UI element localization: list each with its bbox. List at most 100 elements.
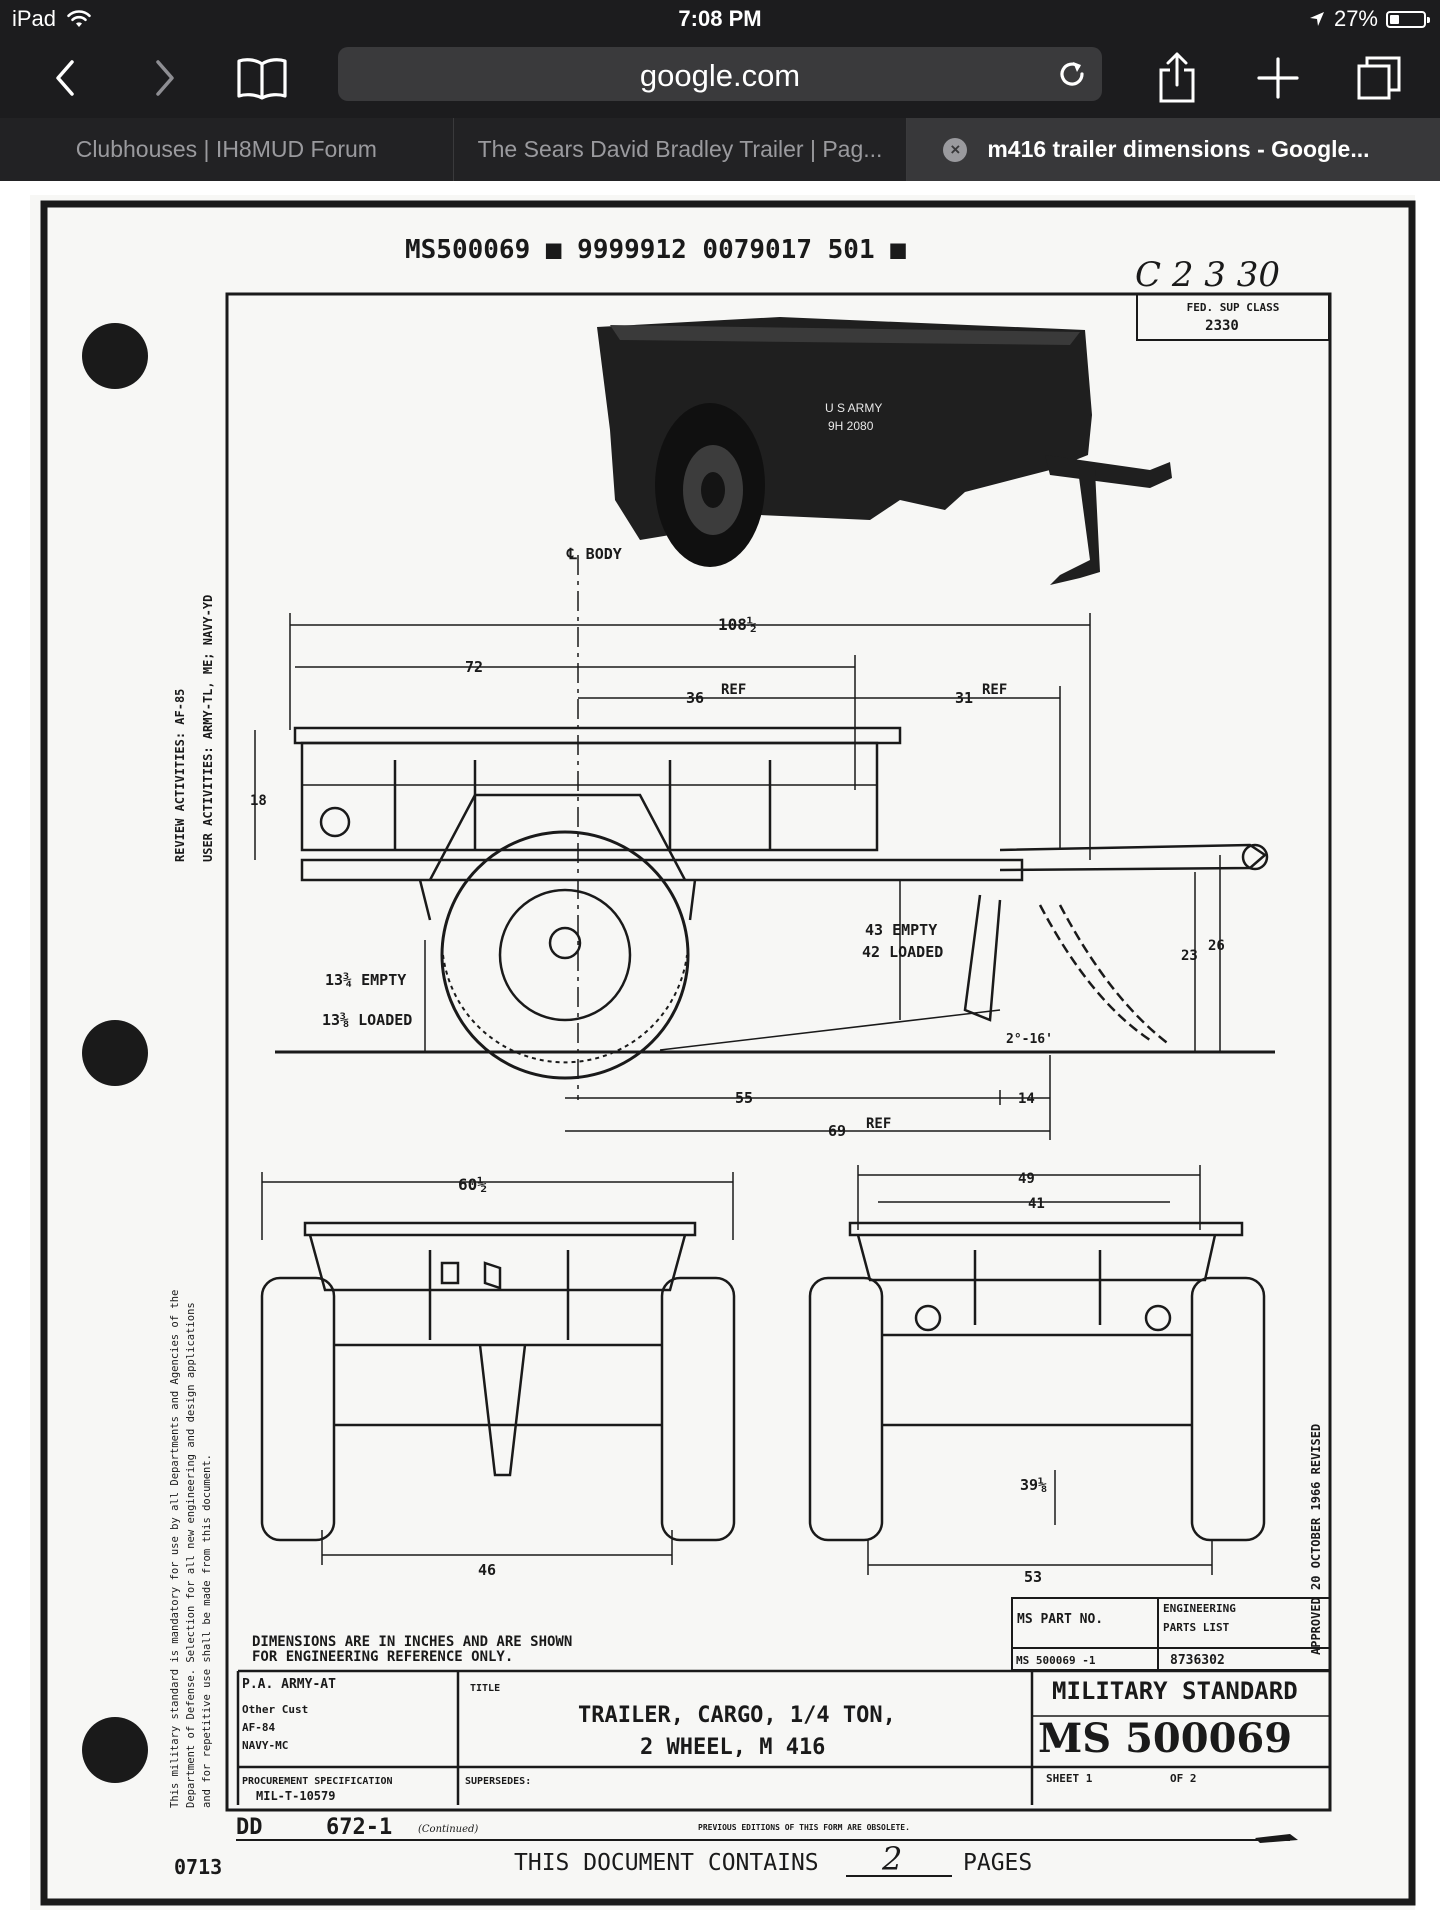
reload-icon xyxy=(1060,62,1084,86)
tab-strip: Clubhouses | IH8MUD Forum The Sears Davi… xyxy=(0,118,1440,181)
back-icon xyxy=(56,60,74,96)
dims-note-1: DIMENSIONS ARE IN INCHES AND ARE SHOWN xyxy=(252,1634,572,1650)
mandatory-note-3: and for repetitive use shall be made fro… xyxy=(201,1454,213,1808)
browser-toolbar: google.com xyxy=(0,40,1440,118)
inner-frame xyxy=(225,292,1332,1812)
dim-hitch-loaded: 42 LOADED xyxy=(862,943,943,961)
dim-axle-to-hitch: 55 xyxy=(735,1089,753,1107)
ms-part-no-value: MS 500069 -1 xyxy=(1016,1654,1096,1667)
custodian-1: P.A. ARMY-AT xyxy=(242,1677,336,1692)
bookmarks-icon xyxy=(237,58,287,100)
dim-overall-length: 108½ xyxy=(718,615,757,634)
device-name: iPad xyxy=(12,6,57,31)
clock: 7:08 PM xyxy=(678,6,762,31)
dims-note-2: FOR ENGINEERING REFERENCE ONLY. xyxy=(252,1649,513,1665)
page-count: 2 xyxy=(881,1840,902,1878)
eng-parts-label-2: PARTS LIST xyxy=(1163,1621,1230,1634)
binder-hole xyxy=(82,1020,148,1086)
fed-sup-class-value: 2330 xyxy=(1205,318,1239,334)
dim-front-width: 60½ xyxy=(458,1175,487,1194)
title-line-2: 2 WHEEL, M 416 xyxy=(640,1735,825,1760)
dim-hitch-empty: 43 EMPTY xyxy=(865,921,937,939)
dim-hitch-offset: 14 xyxy=(1018,1091,1035,1107)
reload-button[interactable] xyxy=(1052,54,1092,94)
tab-m416-search[interactable]: × m416 trailer dimensions - Google... xyxy=(907,118,1440,181)
military-standard-label: MILITARY STANDARD xyxy=(1052,1677,1298,1705)
dim-bed-length: 72 xyxy=(465,658,483,676)
dim-lunette-low: 23 xyxy=(1181,948,1198,964)
title-block xyxy=(236,1669,1330,1805)
ref-label: REF xyxy=(721,682,746,698)
fed-sup-class-label: FED. SUP CLASS xyxy=(1187,301,1280,314)
dim-rear-track: 53 xyxy=(1024,1568,1042,1586)
mandatory-note-2: Department of Defense. Selection for all… xyxy=(185,1302,197,1808)
dim-clearance-loaded: 13⅜ LOADED xyxy=(322,1011,412,1029)
tab-sears-trailer[interactable]: The Sears David Bradley Trailer | Pag... xyxy=(454,118,908,181)
binder-hole xyxy=(82,323,148,389)
fed-sup-class-box xyxy=(1136,293,1330,341)
review-activities-note: REVIEW ACTIVITIES: AF-85 xyxy=(173,689,187,862)
share-button[interactable] xyxy=(1147,48,1207,108)
eng-parts-label-1: ENGINEERING xyxy=(1163,1602,1236,1615)
pages-label: PAGES xyxy=(963,1850,1032,1876)
sheet-label: SHEET 1 xyxy=(1046,1772,1093,1785)
rear-view-drawing xyxy=(808,1165,1266,1575)
dim-bed-height: 18 xyxy=(250,793,267,809)
part-number-block xyxy=(1011,1597,1331,1671)
status-bar: iPad 7:08 PM 27% xyxy=(0,0,1440,40)
tab-label: m416 trailer dimensions - Google... xyxy=(987,136,1370,162)
eng-parts-value: 8736302 xyxy=(1170,1653,1225,1668)
custodian-2: Other Cust xyxy=(242,1703,308,1716)
side-view-drawing xyxy=(254,555,1275,1140)
form-continued: (Continued) xyxy=(418,1824,478,1835)
supersedes-label: SUPERSEDES: xyxy=(465,1776,531,1787)
share-icon xyxy=(1159,52,1195,103)
battery-level-fill xyxy=(1390,14,1399,24)
ref-label: REF xyxy=(866,1116,891,1132)
procurement-value: MIL-T-10579 xyxy=(256,1789,335,1803)
tab-ih8mud[interactable]: Clubhouses | IH8MUD Forum xyxy=(0,118,454,181)
wifi-icon xyxy=(67,10,91,27)
form-number: 672-1 xyxy=(326,1815,392,1840)
body-centerline-label: ℄ BODY xyxy=(566,545,622,563)
new-tab-icon xyxy=(1257,57,1299,99)
handwritten-code: C 2 3 30 xyxy=(1135,255,1280,295)
user-activities-note: USER ACTIVITIES: ARMY-TL, ME; NAVY-YD xyxy=(201,595,215,862)
front-view-drawing xyxy=(260,1172,736,1565)
of-label: OF 2 xyxy=(1170,1772,1197,1785)
back-button[interactable] xyxy=(35,48,95,108)
doc-contains-label: THIS DOCUMENT CONTAINS xyxy=(514,1850,819,1876)
form-label: DD xyxy=(236,1815,263,1840)
dim-ref-36: 36 xyxy=(686,689,704,707)
forward-button[interactable] xyxy=(135,48,195,108)
address-bar[interactable]: google.com xyxy=(338,47,1102,101)
custodian-4: NAVY-MC xyxy=(242,1739,288,1752)
title-line-1: TRAILER, CARGO, 1/4 TON, xyxy=(578,1703,896,1728)
dim-angle: 2°-16' xyxy=(1006,1032,1053,1047)
doc-code: MS500069 ■ 9999912 0079017 501 ■ xyxy=(405,235,906,265)
custodian-3: AF-84 xyxy=(242,1721,275,1734)
dim-lunette-high: 26 xyxy=(1208,938,1225,954)
location-arrow-icon xyxy=(1309,12,1324,26)
dim-rear-outer-width: 49 xyxy=(1018,1171,1035,1187)
new-tab-button[interactable] xyxy=(1248,48,1308,108)
battery-icon xyxy=(1386,10,1430,28)
binder-hole xyxy=(82,1717,148,1783)
dim-rear-inner-width: 41 xyxy=(1028,1196,1045,1212)
dim-ref-31: 31 xyxy=(955,689,973,707)
tabs-button[interactable] xyxy=(1349,48,1409,108)
scan-mark xyxy=(1255,1834,1298,1843)
page-content: MS500069 ■ 9999912 0079017 501 ■ C 2 3 3… xyxy=(0,181,1440,1920)
tab-label: The Sears David Bradley Trailer | Pag... xyxy=(477,136,883,162)
url-text: google.com xyxy=(639,58,801,93)
close-tab-icon[interactable]: × xyxy=(943,138,968,162)
ref-label: REF xyxy=(982,682,1007,698)
dim-rear-frame-width: 39⅛ xyxy=(1020,1476,1047,1494)
title-label: TITLE xyxy=(470,1683,500,1694)
bottom-number: 0713 xyxy=(174,1855,222,1879)
trailer-photo: U S ARMY 9H 2080 xyxy=(597,317,1172,585)
procurement-label: PROCUREMENT SPECIFICATION xyxy=(242,1776,393,1787)
bookmarks-button[interactable] xyxy=(232,48,292,108)
trailer-marking-2: 9H 2080 xyxy=(828,419,874,433)
tabs-icon xyxy=(1357,56,1401,100)
